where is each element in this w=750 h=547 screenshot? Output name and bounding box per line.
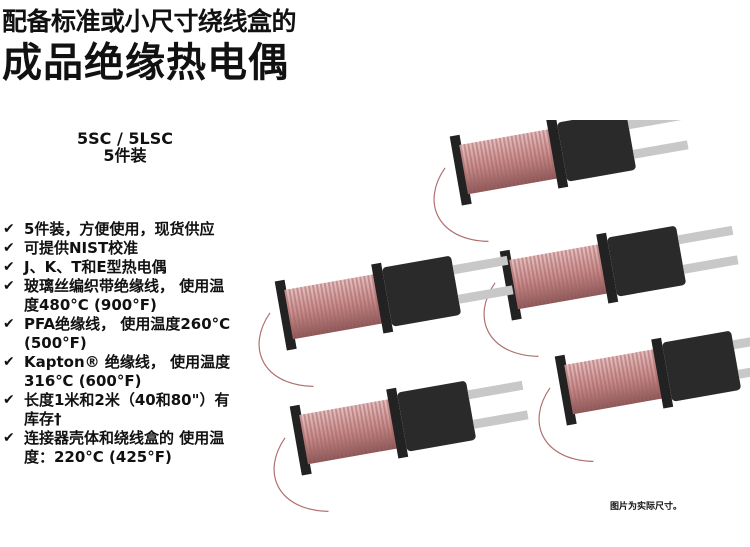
checkmark-icon: ✔ [3,221,15,237]
thermocouple-unit [527,315,750,471]
checkmark-icon: ✔ [3,392,15,408]
feature-item: ✔ 连接器壳体和绕线盒的 使用温度：220°C (425°F) [0,429,232,467]
feature-item: ✔ 5件装，方便使用，现货供应 [0,220,232,239]
feature-text: J、K、T和E型热电偶 [24,258,167,276]
feature-item: ✔ 玻璃丝编织带绝缘线， 使用温度480°C (900°F) [0,277,232,315]
checkmark-icon: ✔ [3,240,15,256]
feature-item: ✔ J、K、T和E型热电偶 [0,258,232,277]
feature-text: 连接器壳体和绕线盒的 使用温度：220°C (425°F) [24,429,225,466]
thermocouple-unit [247,240,524,396]
feature-text: PFA绝缘线， 使用温度260°C (500°F) [24,315,231,352]
feature-item: ✔ Kapton® 绝缘线， 使用温度316℃ (600°F) [0,353,232,391]
checkmark-icon: ✔ [3,316,15,332]
feature-item: ✔ 可提供NIST校准 [0,239,232,258]
feature-item: ✔ PFA绝缘线， 使用温度260°C (500°F) [0,315,232,353]
feature-item: ✔ 长度1米和2米（40和80"）有库存† [0,391,232,429]
feature-text: 长度1米和2米（40和80"）有库存† [24,391,230,428]
feature-text: 5件装，方便使用，现货供应 [24,220,215,238]
model-number: 5SC / 5LSC [77,129,173,148]
checkmark-icon: ✔ [3,430,15,446]
photo-caption: 图片为实际尺寸。 [610,502,683,512]
product-photo [247,120,750,521]
pack-size: 5件装 [103,146,147,165]
feature-text: 可提供NIST校准 [24,239,139,257]
page-subtitle: 配备标准或小尺寸绕线盒的 [2,7,297,36]
checkmark-icon: ✔ [3,259,15,275]
product-model: 5SC / 5LSC 5件装 [60,130,190,164]
feature-text: 玻璃丝编织带绝缘线， 使用温度480°C (900°F) [24,277,225,314]
checkmark-icon: ✔ [3,278,15,294]
feature-text: Kapton® 绝缘线， 使用温度316℃ (600°F) [24,353,231,390]
page-title: 成品绝缘热电偶 [2,40,289,86]
checkmark-icon: ✔ [3,354,15,370]
feature-list: ✔ 5件装，方便使用，现货供应 ✔ 可提供NIST校准 ✔ J、K、T和E型热电偶 ✔… [0,220,232,467]
thermocouple-unit [262,365,539,521]
